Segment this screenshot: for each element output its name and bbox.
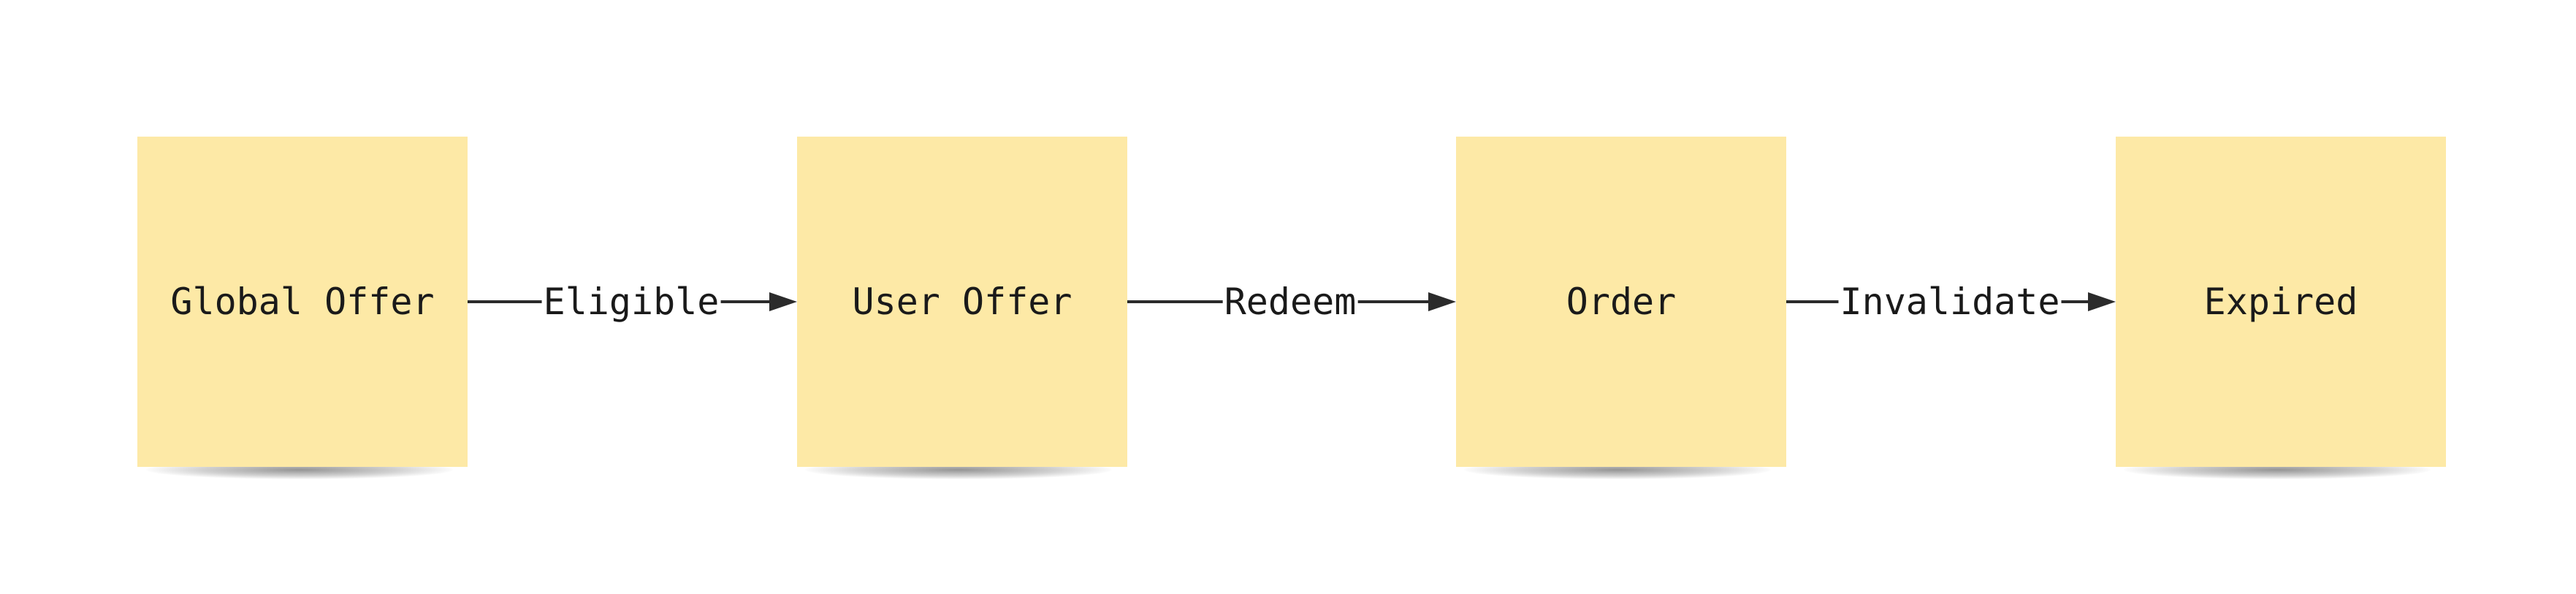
node-label: User Offer: [852, 281, 1072, 323]
node-user-offer[interactable]: User Offer: [797, 137, 1127, 467]
arrowhead-icon: [1428, 292, 1456, 311]
node-label: Expired: [2203, 281, 2358, 323]
node-label: Order: [1566, 281, 1677, 323]
node-order[interactable]: Order: [1456, 137, 1786, 467]
arrowhead-icon: [2088, 292, 2116, 311]
edge-label: Invalidate: [1838, 278, 2062, 325]
node-global-offer[interactable]: Global Offer: [137, 137, 468, 467]
node-label: Global Offer: [170, 281, 435, 323]
arrowhead-icon: [769, 292, 797, 311]
edge-label: Eligible: [541, 278, 721, 325]
edge-label: Redeem: [1222, 278, 1358, 325]
node-expired[interactable]: Expired: [2116, 137, 2446, 467]
